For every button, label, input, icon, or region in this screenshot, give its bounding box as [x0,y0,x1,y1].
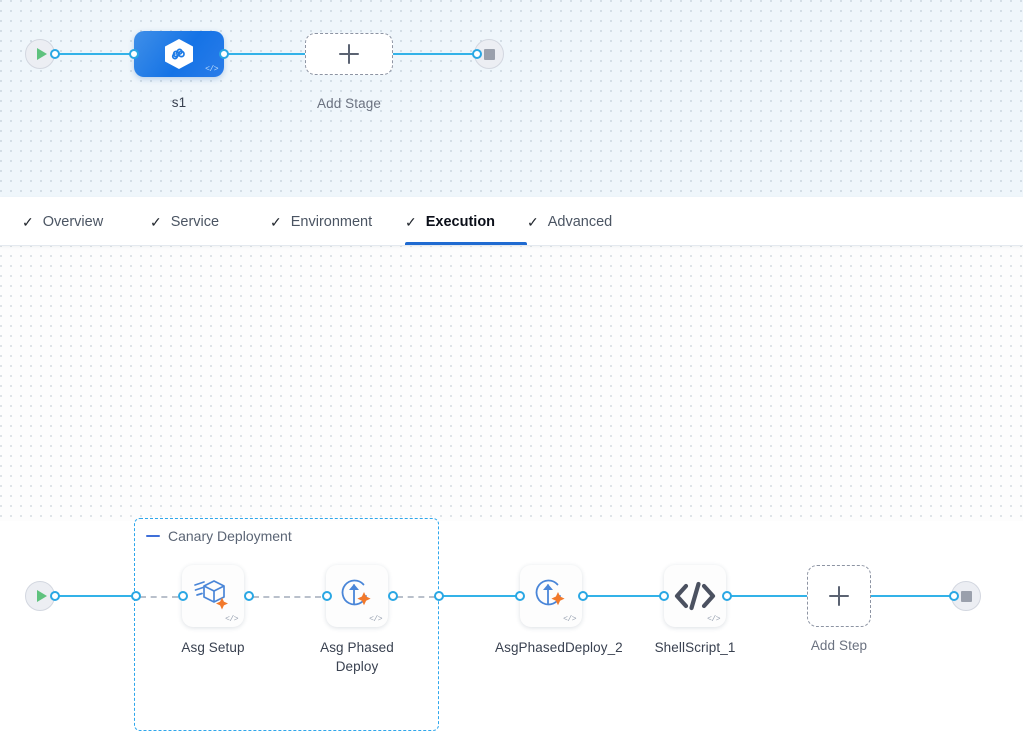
step-code-badge: </> [707,615,720,624]
tab-service[interactable]: ✓ Service [150,198,270,245]
tab-execution[interactable]: ✓ Execution [405,198,527,245]
step-shellscript1-in-port[interactable] [659,591,669,601]
step-asg-phased-deploy-out-port[interactable] [388,591,398,601]
step-asgphaseddeploy2-in-port[interactable] [515,591,525,601]
pipeline-link-stage-addstage [227,53,307,55]
step-shellscript1-label: ShellScript_1 [654,640,736,655]
step-group-canary-deployment[interactable] [134,518,439,731]
step-asgphaseddeploy2[interactable]: </> [520,565,582,627]
step-code-badge: </> [369,615,382,624]
add-step-button[interactable] [807,565,871,627]
pipeline-stage-s1[interactable]: </> [134,31,224,77]
step-shellscript1[interactable]: </> [664,565,726,627]
play-icon [36,590,47,602]
execution-canvas[interactable]: Canary Deployment [0,245,1023,731]
asg-phased-deploy-icon [535,579,565,606]
step-asg-setup-in-port[interactable] [178,591,188,601]
check-icon: ✓ [22,213,34,230]
stop-icon [960,590,972,602]
pipeline-link-start-stage [58,53,136,55]
tab-advanced-label: Advanced [547,213,613,230]
tab-overview[interactable]: ✓ Overview [0,198,150,245]
step-asg-setup-out-port[interactable] [244,591,254,601]
tab-environment-label: Environment [290,213,373,230]
execution-link-start-group [58,595,136,597]
tab-underline [150,242,270,245]
minus-icon[interactable] [146,534,160,538]
step-asgphaseddeploy2-label: AsgPhasedDeploy_2 [495,640,623,655]
execution-end-port[interactable] [949,591,959,601]
pipeline-hexagon-icon [165,39,193,69]
tab-advanced[interactable]: ✓ Advanced [527,198,657,245]
add-stage-label: Add Stage [317,96,381,111]
infinity-icon [171,48,185,60]
execution-link-step4-addstep [731,595,809,597]
step-asg-phased-deploy[interactable]: </> [326,565,388,627]
execution-link-group-step3 [443,595,520,597]
asg-setup-icon [194,580,228,610]
execution-start-port[interactable] [50,591,60,601]
tab-underline [0,242,150,245]
check-icon: ✓ [405,213,417,230]
check-icon: ✓ [150,213,162,230]
stage-code-badge: </> [205,65,218,74]
pipeline-stage-in-port[interactable] [129,49,139,59]
check-icon: ✓ [527,213,539,230]
step-asgphaseddeploy2-out-port[interactable] [578,591,588,601]
pipeline-link-addstage-end [393,53,478,55]
tab-underline [270,242,405,245]
group-out-port[interactable] [434,591,444,601]
pipeline-stage-canvas[interactable]: </> s1 Add Stage [0,0,1023,197]
tab-overview-label: Overview [42,213,104,230]
pipeline-start-port[interactable] [50,49,60,59]
step-shellscript1-out-port[interactable] [722,591,732,601]
step-asg-setup[interactable]: </> [182,565,244,627]
shell-script-icon [674,581,716,611]
tab-environment[interactable]: ✓ Environment [270,198,405,245]
plus-icon [339,44,359,64]
pipeline-end-port[interactable] [472,49,482,59]
step-group-title: Canary Deployment [168,528,292,544]
plus-icon [829,586,849,606]
step-code-badge: </> [225,615,238,624]
add-stage-button[interactable] [305,33,393,75]
stop-icon [483,48,495,60]
tab-underline [527,242,657,245]
step-code-badge: </> [563,615,576,624]
tab-service-label: Service [170,213,220,230]
group-in-port[interactable] [131,591,141,601]
stage-config-tabs[interactable]: ✓ Overview ✓ Service ✓ Environment ✓ Exe… [0,197,1023,246]
step-group-header[interactable]: Canary Deployment [146,528,292,544]
step-asg-phased-deploy-in-port[interactable] [322,591,332,601]
pipeline-stage-out-port[interactable] [219,49,229,59]
pipeline-stage-label: s1 [171,95,187,110]
tab-execution-label: Execution [425,213,496,230]
tab-underline-active [405,242,527,245]
play-icon [36,48,47,60]
check-icon: ✓ [270,213,282,230]
execution-link-addstep-end [871,595,953,597]
asg-phased-deploy-icon [341,579,371,606]
execution-link-step3-step4 [587,595,665,597]
add-step-label: Add Step [810,638,868,653]
